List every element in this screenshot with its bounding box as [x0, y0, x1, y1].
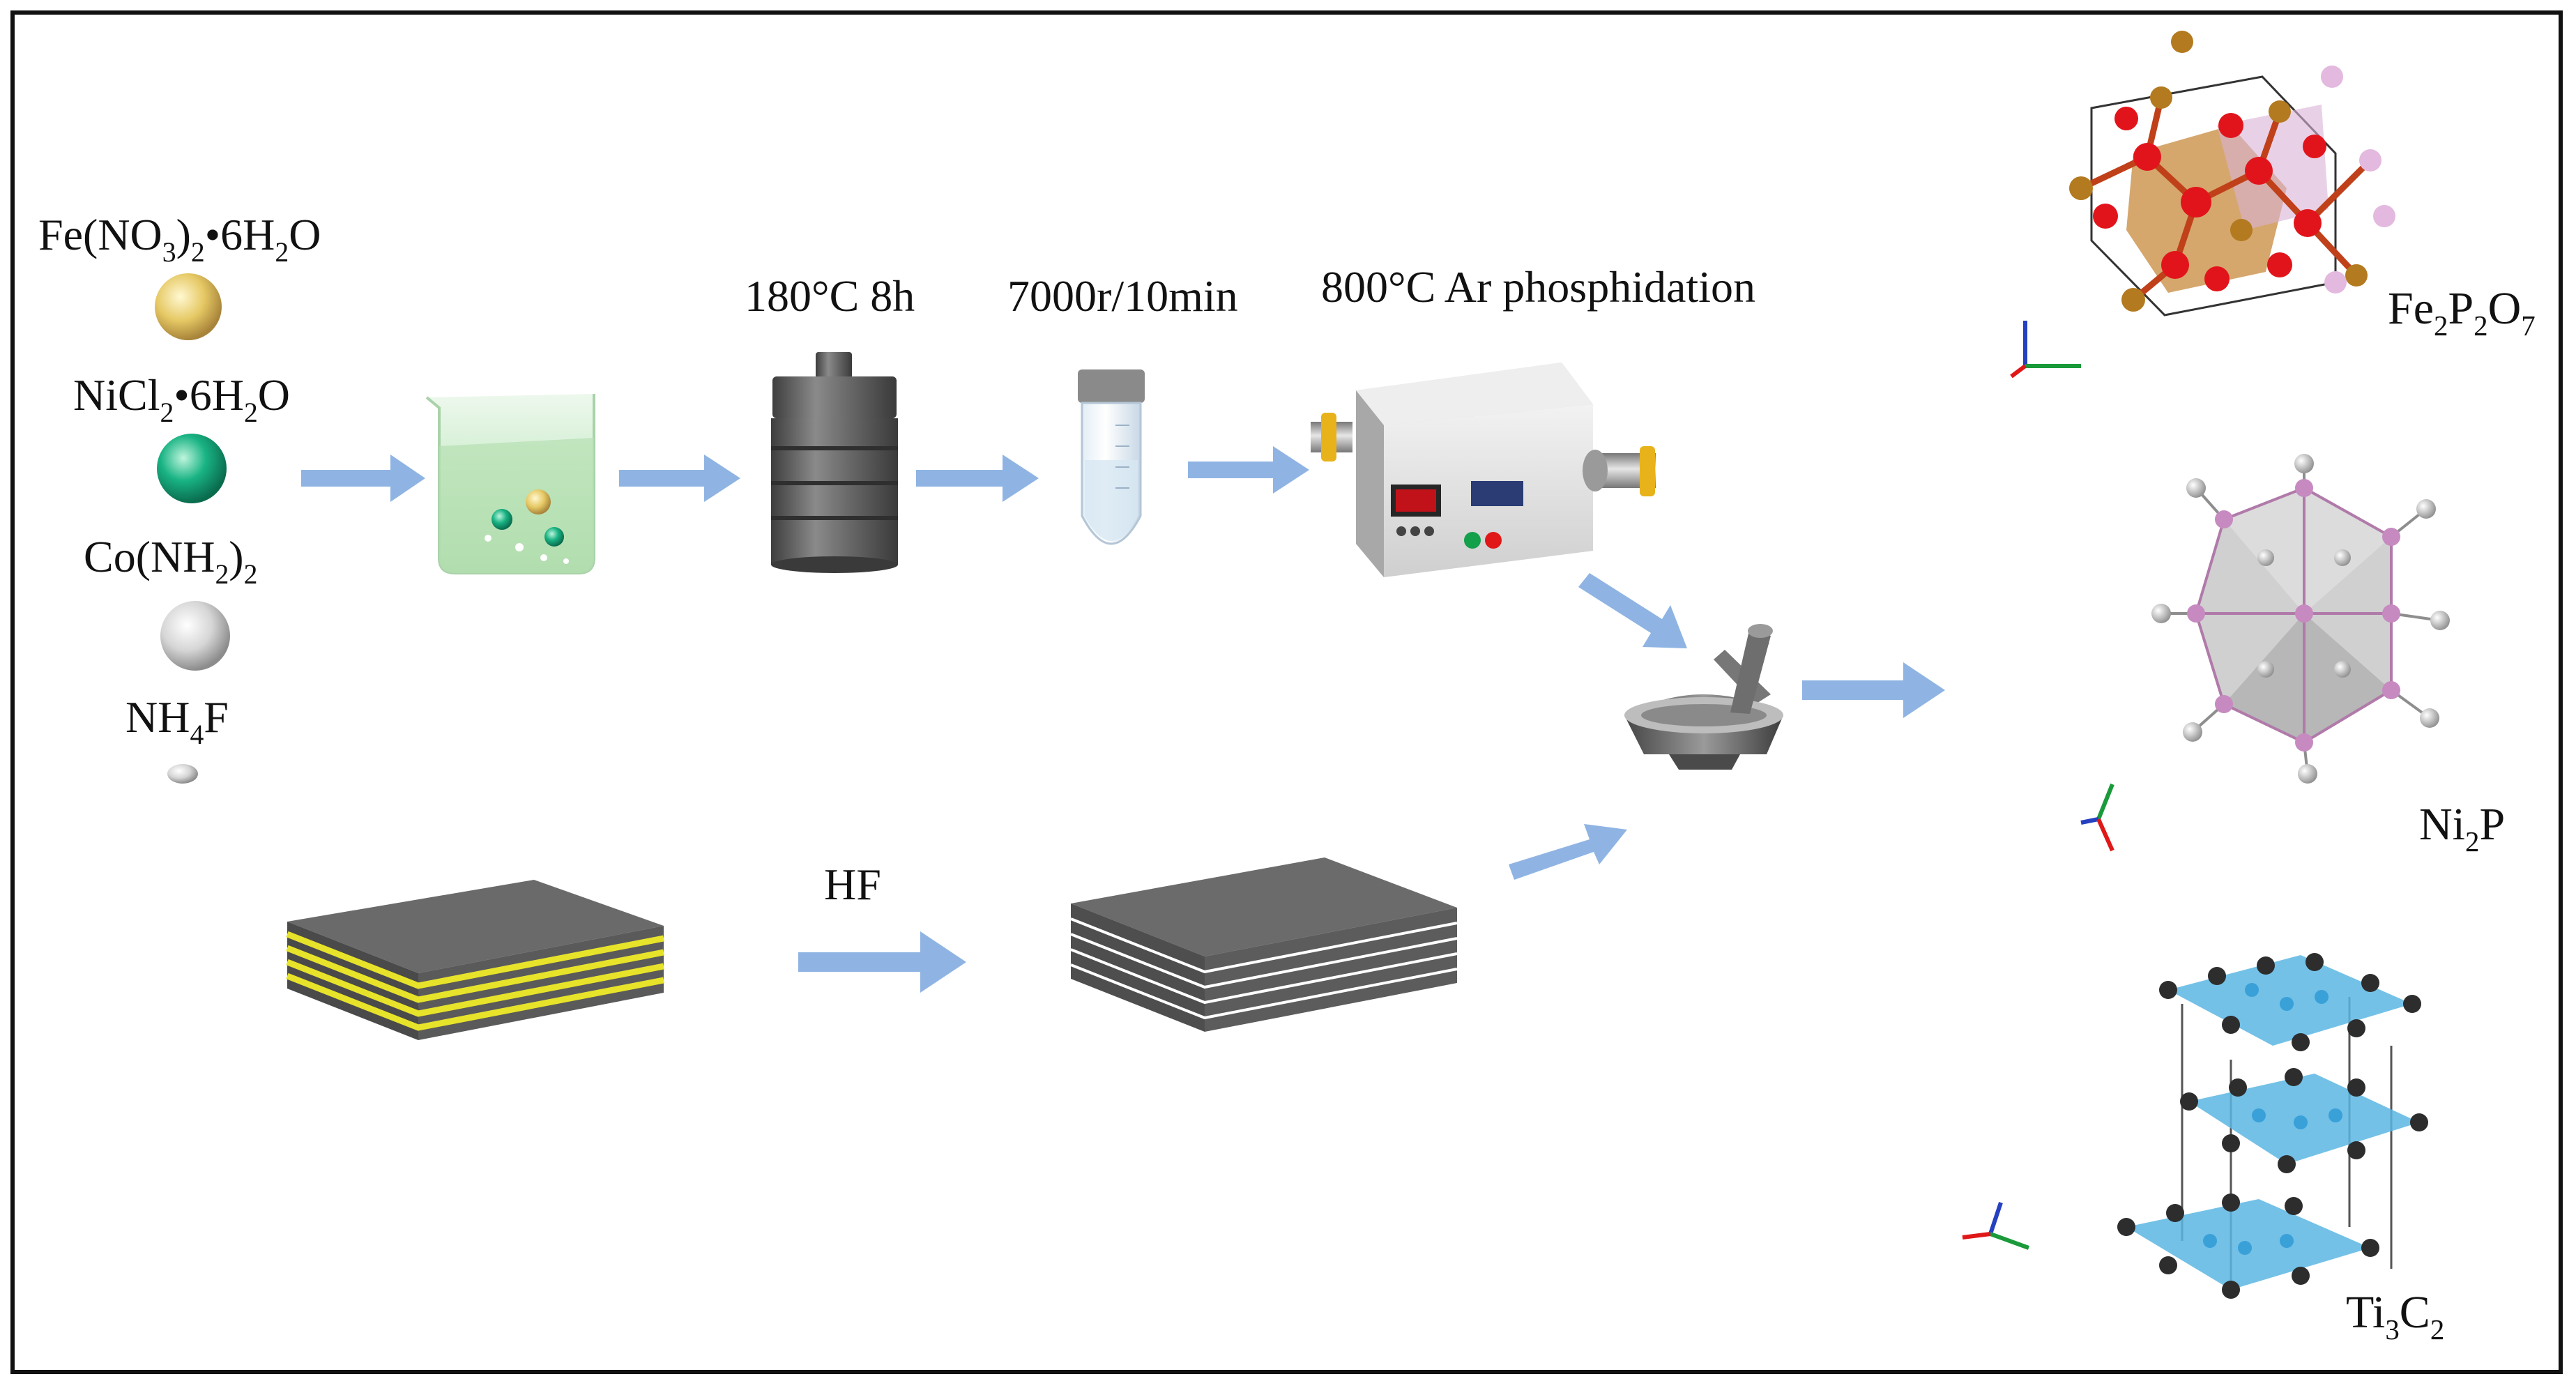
tube-furnace	[1311, 363, 1656, 577]
autoclave	[771, 352, 898, 573]
arrow-to-autoclave	[619, 455, 740, 502]
label-ammonium-fluoride: NH4F	[125, 692, 229, 750]
label-iron-nitrate: Fe(NO3)2•6H2O	[38, 210, 321, 268]
arrow-mxene-to-mortar	[1509, 824, 1627, 880]
max-phase-stack	[286, 880, 664, 1040]
mortar-and-pestle	[1624, 624, 1783, 770]
arrow-hf-etch	[798, 931, 966, 993]
arrow-to-centrifuge	[916, 455, 1039, 502]
arrow-to-beaker	[301, 455, 425, 502]
label-nickel-chloride: NiCl2•6H2O	[73, 370, 290, 428]
centrifuge-tube	[1078, 369, 1145, 545]
label-ni2p: Ni2P	[2419, 799, 2506, 858]
urea-sphere	[160, 601, 230, 671]
fe2p2o7-crystal-structure	[2069, 31, 2395, 317]
axis-triad-2	[2080, 783, 2114, 852]
label-ti3c2: Ti3C2	[2346, 1287, 2445, 1346]
ti3c2-crystal-structure	[2117, 953, 2428, 1299]
arrow-furnace-to-mortar	[1578, 573, 1687, 648]
ammonium-fluoride-sphere	[167, 764, 198, 784]
arrow-to-furnace	[1188, 446, 1309, 494]
axis-triad-3	[1962, 1202, 2030, 1250]
ni2p-crystal-structure	[2151, 454, 2450, 784]
nickel-chloride-sphere	[157, 434, 227, 503]
label-urea: Co(NH2)2	[84, 532, 258, 590]
label-centrifuge-condition: 7000r/10min	[1007, 271, 1238, 321]
fe-nitrate-sphere	[155, 273, 222, 340]
process-arrows	[301, 446, 1945, 993]
mxene-stack	[1070, 857, 1458, 1032]
figure-border	[10, 10, 2563, 1374]
beaker	[425, 394, 595, 574]
axis-triad-1	[2010, 321, 2081, 379]
label-fe2p2o7: Fe2P2O7	[2388, 283, 2536, 342]
label-hydrothermal-condition: 180°C 8h	[745, 271, 915, 321]
arrow-mortar-to-products	[1802, 662, 1945, 718]
label-phosphidation-condition: 800°C Ar phosphidation	[1321, 262, 1755, 312]
label-hf-etching: HF	[824, 860, 881, 909]
